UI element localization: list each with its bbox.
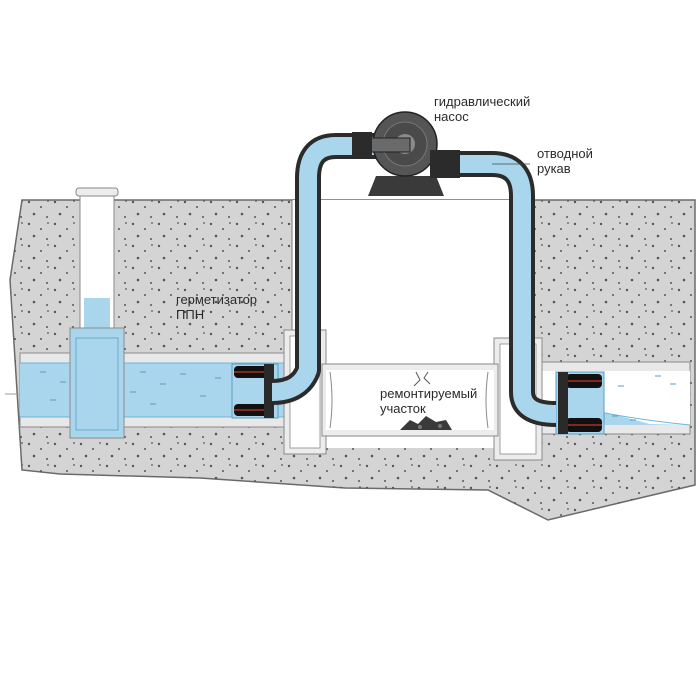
hydraulic-pump-icon xyxy=(352,111,460,196)
sealer-plug-icon xyxy=(231,363,279,419)
hose-label-line2: рукав xyxy=(537,161,571,176)
pump-label: гидравлический насос xyxy=(434,94,530,124)
debris-icon xyxy=(400,416,452,430)
pump-label-line2: насос xyxy=(434,109,469,124)
hose-label: отводной рукав xyxy=(537,146,593,176)
pump-label-line1: гидравлический xyxy=(434,94,531,109)
hose-label-line1: отводной xyxy=(537,146,593,161)
sealer-plug-right-icon xyxy=(555,371,605,435)
discharge-hose xyxy=(440,151,557,427)
sealer-label: герметизатор ППН xyxy=(176,292,257,322)
sealer-label-line1: герметизатор xyxy=(176,292,258,307)
repair-label-line1: ремонтируемый xyxy=(380,386,478,401)
sealer-label-line2: ППН xyxy=(176,307,205,322)
inspection-well xyxy=(69,187,125,439)
repair-label: ремонтируемый участок xyxy=(379,386,479,416)
repair-label-line2: участок xyxy=(380,401,426,416)
suction-hose xyxy=(271,133,376,405)
